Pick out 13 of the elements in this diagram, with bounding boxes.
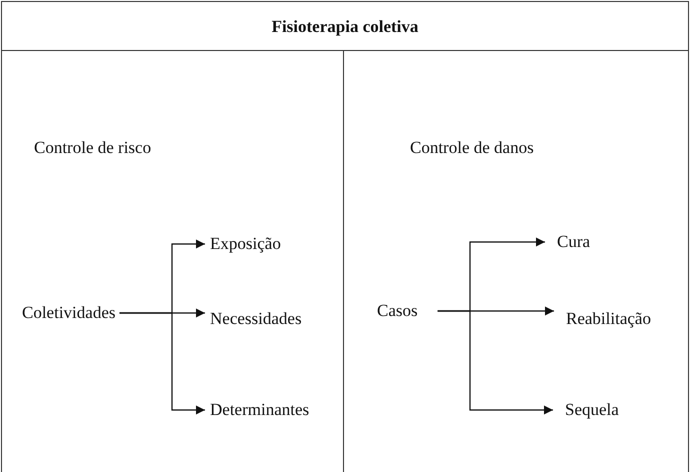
category-text: Casos (377, 301, 418, 321)
category-text: Reabilitação (566, 309, 651, 329)
section-heading: Controle de danos (410, 138, 534, 158)
title: Fisioterapia coletiva (270, 17, 420, 37)
category-text: Coletividades (22, 303, 116, 323)
arrow (438, 310, 553, 414)
category-text: Determinantes (210, 400, 310, 420)
category-text: Sequela (565, 400, 619, 420)
category-text: Necessidades (210, 309, 302, 329)
arrow (119, 312, 205, 414)
category-text: Exposição (210, 234, 281, 254)
category-text: Cura (557, 232, 590, 252)
section-heading: Controle de risco (34, 138, 152, 158)
